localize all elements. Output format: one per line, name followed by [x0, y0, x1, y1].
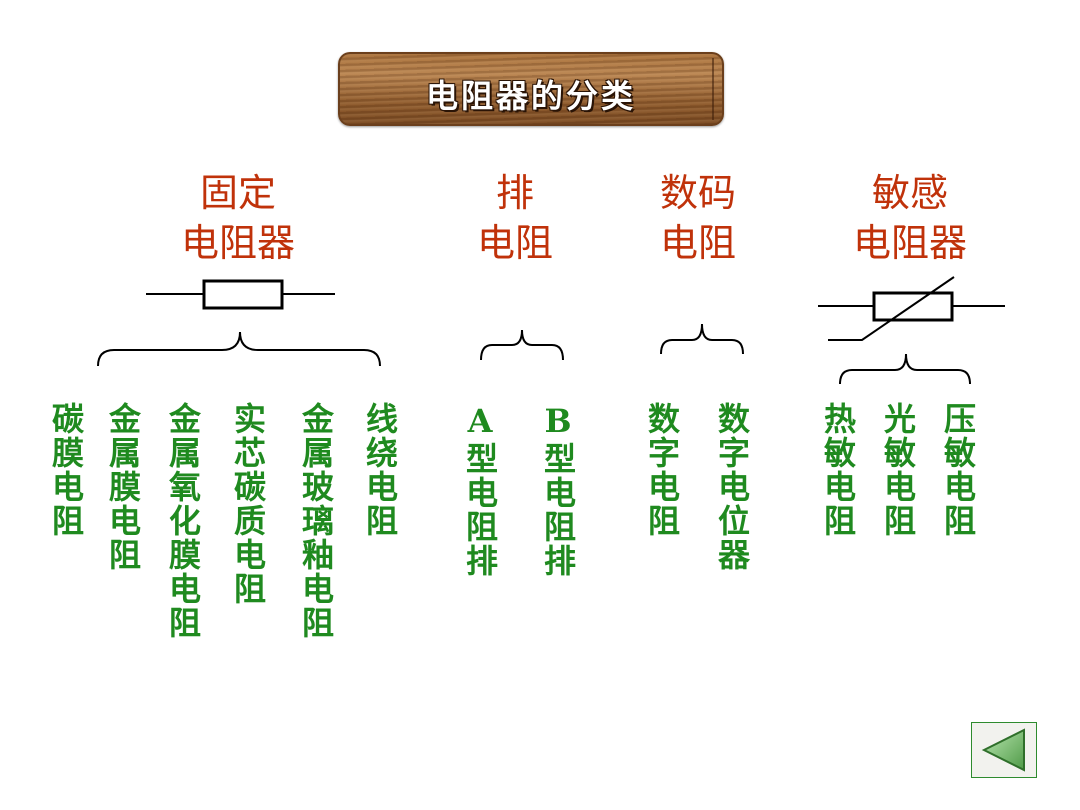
category-digital-line2: 电阻	[659, 221, 736, 265]
category-network-line1: 排	[495, 171, 534, 215]
type-thermistor: 热敏电阻	[819, 402, 857, 538]
back-arrow-icon	[981, 728, 1025, 772]
type-solid-carbon: 实芯碳质电阻	[229, 402, 267, 606]
resistor-symbol-icon	[146, 279, 335, 310]
type-varistor: 压敏电阻	[939, 402, 977, 538]
type-network-b: B型电阻排	[539, 402, 577, 578]
type-digital-potentiometer: 数字电位器	[713, 402, 751, 572]
category-fixed-line2: 电阻器	[180, 221, 295, 265]
category-network: 排 电阻	[455, 168, 575, 268]
category-fixed-line1: 固定	[199, 171, 276, 215]
type-network-a: A型电阻排	[461, 402, 499, 578]
brace-digital	[660, 323, 744, 355]
sensitive-resistor-symbol-icon	[818, 276, 1005, 341]
type-carbon-film: 碳膜电阻	[47, 402, 85, 538]
brace-fixed	[97, 331, 381, 367]
category-digital: 数码 电阻	[638, 168, 758, 268]
category-sensitive-line2: 电阻器	[852, 221, 967, 265]
category-sensitive: 敏感 电阻器	[830, 168, 990, 268]
category-sensitive-line1: 敏感	[871, 171, 948, 215]
type-digital-resistor: 数字电阻	[643, 402, 681, 538]
page-title: 电阻器的分类	[425, 77, 636, 115]
back-button[interactable]	[971, 722, 1037, 778]
wood-grain	[712, 58, 714, 120]
category-network-line2: 电阻	[476, 221, 553, 265]
brace-network	[480, 329, 564, 361]
brace-sensitive	[839, 353, 971, 385]
title-banner: 电阻器的分类	[338, 52, 724, 126]
category-fixed: 固定 电阻器	[158, 168, 318, 268]
type-photoresistor: 光敏电阻	[879, 402, 917, 538]
type-metal-oxide-film: 金属氧化膜电阻	[164, 402, 202, 640]
type-metal-film: 金属膜电阻	[104, 402, 142, 572]
category-digital-line1: 数码	[659, 171, 736, 215]
type-metal-glass-glaze: 金属玻璃釉电阻	[297, 402, 335, 640]
type-wire-wound: 线绕电阻	[361, 402, 399, 538]
